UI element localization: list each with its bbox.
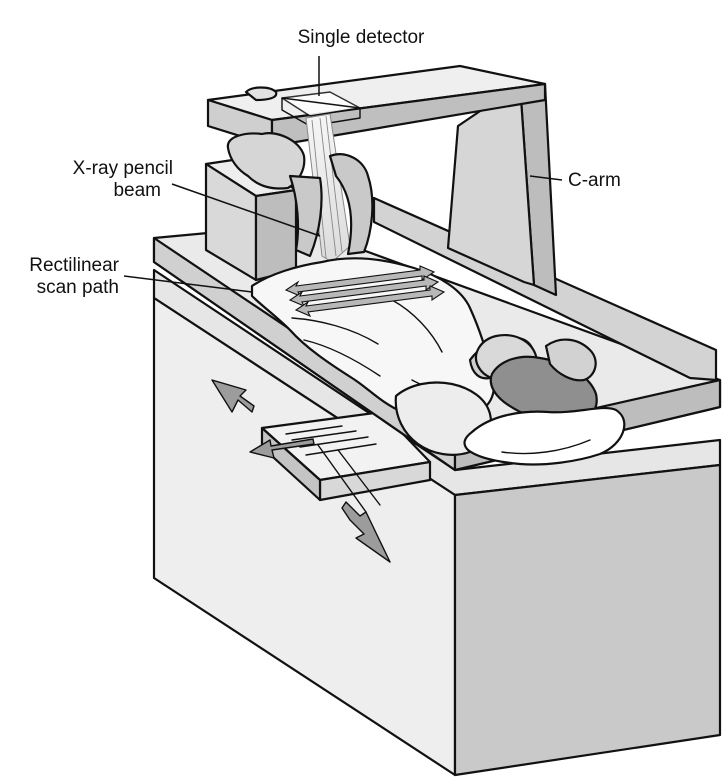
patient-feet — [226, 132, 306, 190]
scan-arrow-1 — [284, 265, 436, 298]
label-scan-path-line1: Rectilinear — [29, 255, 119, 276]
label-scan-path-line2: scan path — [37, 277, 119, 298]
label-xray-beam-line1: X-ray pencil — [73, 158, 173, 179]
leader-beam — [171, 183, 321, 237]
scan-arrow-2 — [288, 275, 440, 308]
drawer-mechanism — [260, 410, 432, 513]
leader-lines — [123, 56, 563, 293]
patient-hand-behind-head — [544, 338, 597, 382]
label-single-detector: Single detector — [298, 27, 425, 48]
label-xray-beam-line2: beam — [113, 180, 161, 201]
label-c-arm: C-arm — [568, 170, 621, 191]
arrow-forward-icon — [341, 501, 391, 563]
scan-arrow-3 — [294, 285, 446, 318]
c-arm — [206, 64, 558, 297]
base-side-face — [453, 463, 722, 777]
motion-arrows — [211, 379, 391, 563]
pillow — [463, 406, 626, 466]
patient-toes-hint — [244, 86, 278, 102]
labels: Single detector X-ray pencil beam Rectil… — [29, 27, 621, 298]
leader-carm — [529, 175, 563, 181]
base-cabinet — [152, 268, 722, 777]
leader-scan — [123, 275, 253, 293]
arrow-left-icon — [249, 438, 315, 459]
arrow-back-icon — [211, 379, 255, 413]
scan-path-arrows — [284, 265, 446, 318]
xray-pencil-beam — [305, 113, 351, 263]
patient-leg-right — [328, 153, 374, 256]
patient-leg-left — [288, 174, 323, 258]
c-arm-vertical-side — [446, 82, 536, 287]
